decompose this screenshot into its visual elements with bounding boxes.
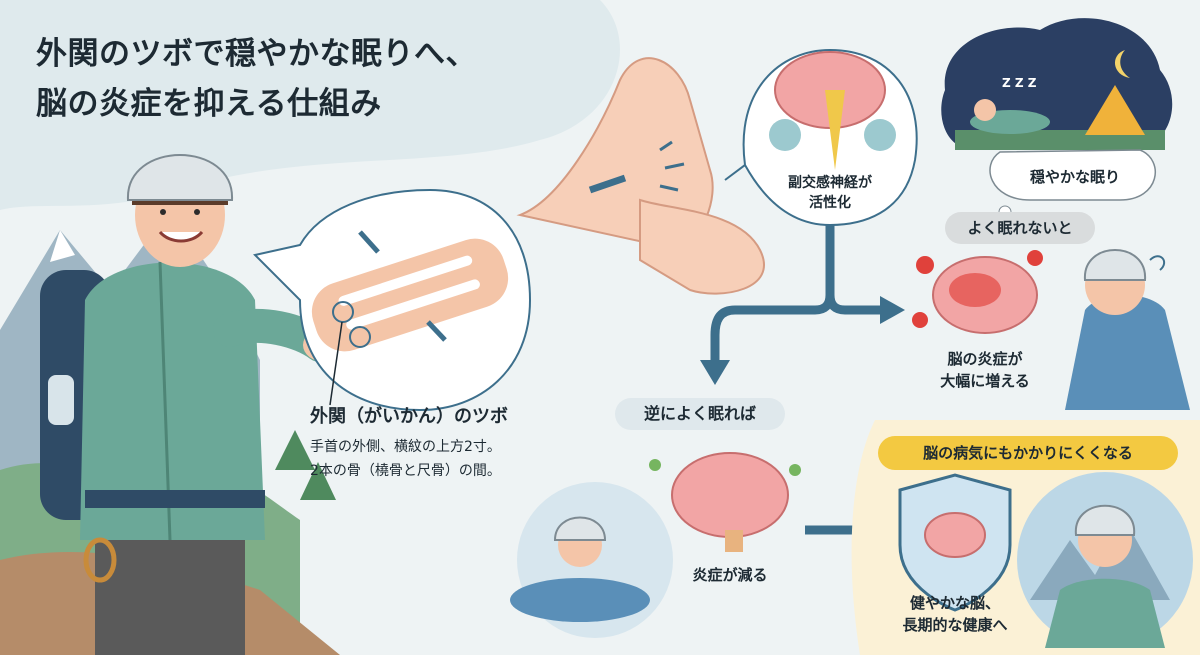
moon-icon bbox=[1114, 50, 1130, 78]
flow-arrowhead-right bbox=[880, 296, 905, 324]
good-sleep-heading: 逆によく眠れば bbox=[615, 398, 785, 430]
ulna-bone bbox=[346, 279, 480, 330]
hiker-helmet bbox=[126, 154, 234, 201]
bad-sleep-line-1: 脳の炎症が bbox=[947, 350, 1023, 368]
hip-belt bbox=[85, 490, 265, 508]
sleeper-head bbox=[974, 99, 996, 121]
press-arrow-bottom bbox=[426, 320, 447, 342]
sleeping-helmet bbox=[553, 516, 607, 541]
vagus-nerve bbox=[825, 90, 845, 170]
acupoint-desc-2: 2本の骨（橈骨と尺骨）の間。 bbox=[310, 463, 501, 479]
sleep-label: 穏やかな眠り bbox=[1029, 168, 1120, 186]
virus-icon bbox=[916, 256, 934, 274]
water-bottle bbox=[48, 375, 74, 425]
brainstem bbox=[725, 530, 743, 552]
hiker-smile bbox=[158, 230, 204, 243]
acupoint-name: 外関（がいかん）のツボ bbox=[310, 406, 508, 427]
tired-hiker-helmet bbox=[1083, 249, 1147, 281]
mountain-snow bbox=[50, 210, 188, 262]
callout-leader bbox=[329, 321, 343, 406]
benefit-line-2: 長期的な健康へ bbox=[902, 616, 1008, 634]
flow-arrow-right bbox=[825, 294, 885, 315]
protected-brain bbox=[924, 512, 986, 558]
dizzy-swirl-icon bbox=[1149, 255, 1166, 271]
sleep-label-cloud bbox=[989, 149, 1156, 201]
pressure-marks bbox=[659, 140, 685, 192]
flow-arrowhead-left bbox=[700, 360, 730, 385]
zzz-text: Z Z Z bbox=[1002, 76, 1037, 90]
page-subtitle: 脳の炎症を抑える仕組み bbox=[36, 86, 382, 122]
cell-dot-2 bbox=[789, 464, 801, 476]
page-title: 外関のツボで穏やかな眠りへ、 bbox=[36, 36, 477, 72]
pine-trees bbox=[275, 430, 336, 500]
background-mountain bbox=[1030, 520, 1170, 600]
sleeping-person-body bbox=[510, 578, 650, 622]
bad-sleep-line-2: 大幅に増える bbox=[940, 372, 1030, 390]
healthy-hiker-body bbox=[1045, 578, 1165, 648]
inflammation-glow bbox=[949, 273, 1001, 307]
virus-icon-2 bbox=[1027, 250, 1043, 266]
tent bbox=[1085, 85, 1145, 135]
benefit-line-1: 健やかな脳、 bbox=[909, 594, 1000, 612]
tired-hiker-body bbox=[1065, 295, 1190, 410]
acupoint-marker-2 bbox=[349, 326, 371, 348]
hiker-pants bbox=[95, 520, 245, 655]
cell-dot bbox=[649, 459, 661, 471]
radius-bone bbox=[338, 255, 473, 306]
healthy-hiker-helmet bbox=[1074, 504, 1136, 536]
sky-blob bbox=[0, 0, 620, 210]
hand-arrow bbox=[588, 174, 627, 194]
inflammation-reduced: 炎症が減る bbox=[692, 566, 768, 584]
virus-icon-3 bbox=[912, 312, 928, 328]
nerve-label-2: 活性化 bbox=[809, 195, 851, 211]
acupoint-desc-1: 手首の外側、横紋の上方2寸。 bbox=[310, 439, 501, 455]
nerve-label-1: 副交感神経が bbox=[788, 175, 872, 191]
bad-sleep-heading: よく眠れないと bbox=[945, 212, 1095, 244]
benefit-heading: 脳の病気にもかかりにくくなる bbox=[878, 436, 1178, 470]
healthy-brain bbox=[671, 452, 789, 538]
brain-icon bbox=[769, 119, 801, 151]
acupoint-marker bbox=[332, 301, 354, 323]
pressing-hand bbox=[639, 198, 765, 295]
press-arrow-top bbox=[358, 230, 380, 254]
climbing-rope bbox=[83, 537, 117, 583]
waves-icon bbox=[864, 119, 896, 151]
